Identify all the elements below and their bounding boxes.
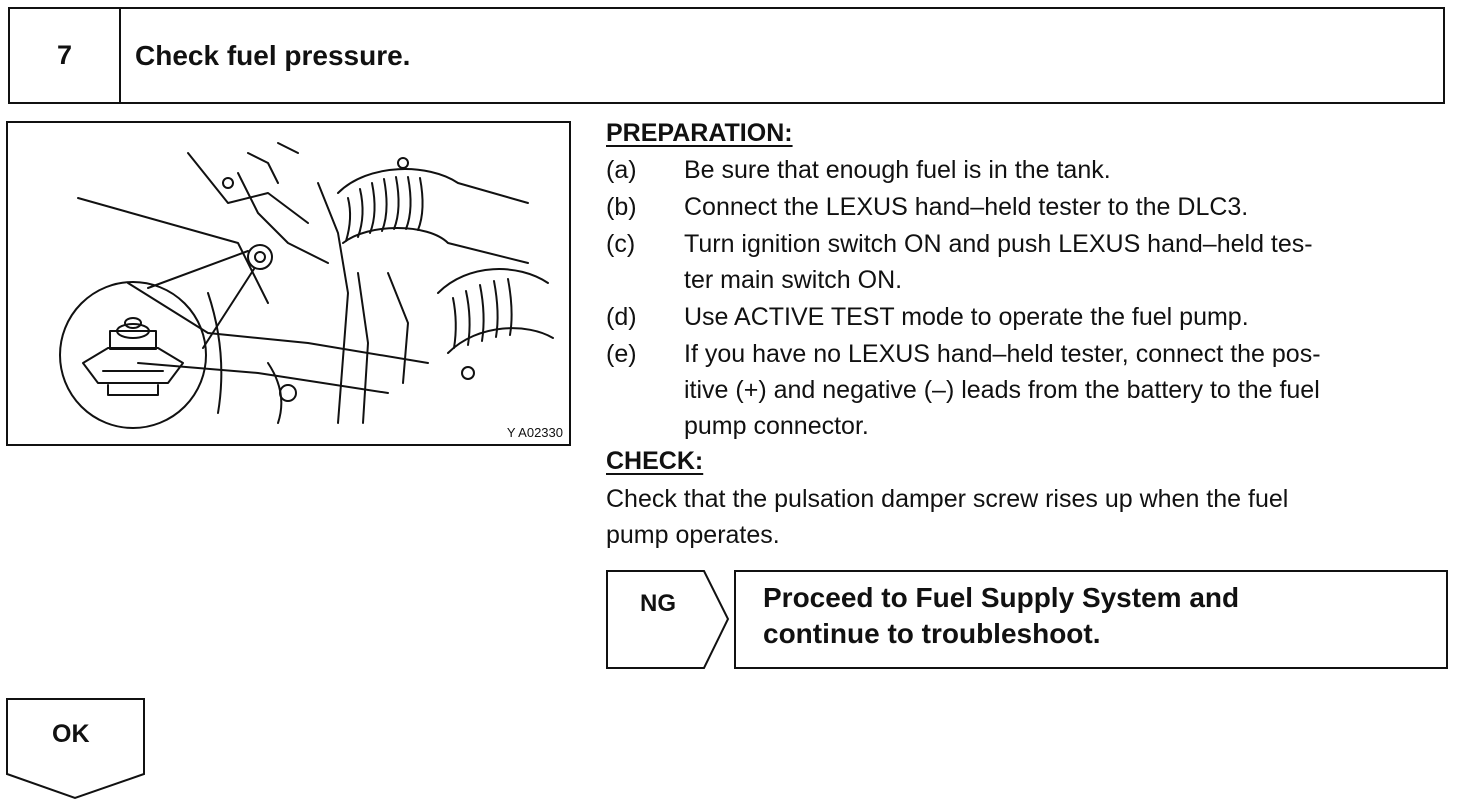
prep-item-e-letter: (e): [606, 340, 637, 368]
prep-item-c-text: Turn ignition switch ON and push LEXUS h…: [684, 226, 1459, 298]
ok-label: OK: [52, 720, 90, 748]
prep-item-a-line-1: Be sure that enough fuel is in the tank.: [684, 156, 1111, 184]
prep-item-e-line-1: If you have no LEXUS hand–held tester, c…: [684, 340, 1321, 368]
ng-arrow-box: [606, 570, 730, 669]
prep-item-e-text: If you have no LEXUS hand–held tester, c…: [684, 336, 1459, 444]
step-header: 7 Check fuel pressure.: [8, 7, 1445, 104]
prep-item-b-letter: (b): [606, 193, 637, 221]
check-heading: CHECK:: [606, 447, 704, 475]
prep-item-e-line-2: itive (+) and negative (–) leads from th…: [684, 376, 1320, 404]
prep-item-a-letter: (a): [606, 156, 637, 184]
prep-item-c-line-1: Turn ignition switch ON and push LEXUS h…: [684, 230, 1313, 258]
prep-item-d-line-1: Use ACTIVE TEST mode to operate the fuel…: [684, 303, 1249, 331]
figure-code: Y A02330: [507, 425, 563, 440]
prep-item-c-line-2: ter main switch ON.: [684, 266, 903, 294]
prep-item-c-letter: (c): [606, 230, 636, 258]
step-number: 7: [10, 9, 121, 102]
ng-action-line-1: Proceed to Fuel Supply System and: [763, 582, 1240, 613]
ng-label: NG: [640, 590, 676, 617]
engine-drawing: [59, 142, 554, 429]
preparation-heading: PREPARATION:: [606, 119, 793, 147]
figure-code-prefix: Y: [506, 425, 516, 440]
figure-code-label: A02330: [518, 425, 563, 440]
prep-item-e-line-3: pump connector.: [684, 412, 869, 440]
engine-illustration: Y A02330: [6, 121, 571, 446]
ng-action-text: Proceed to Fuel Supply System and contin…: [763, 580, 1413, 652]
prep-item-b-line-1: Connect the LEXUS hand–held tester to th…: [684, 193, 1249, 221]
prep-item-d-text: Use ACTIVE TEST mode to operate the fuel…: [684, 299, 1459, 335]
ok-arrow-box: [6, 698, 145, 800]
prep-item-b-text: Connect the LEXUS hand–held tester to th…: [684, 189, 1459, 225]
prep-item-d-letter: (d): [606, 303, 637, 331]
ng-action-line-2: continue to troubleshoot.: [763, 618, 1101, 649]
check-text: Check that the pulsation damper screw ri…: [606, 481, 1461, 553]
check-line-2: pump operates.: [606, 521, 780, 549]
ng-action-box: [734, 570, 1448, 669]
check-line-1: Check that the pulsation damper screw ri…: [606, 485, 1289, 513]
prep-item-a-text: Be sure that enough fuel is in the tank.: [684, 152, 1459, 188]
step-title: Check fuel pressure.: [135, 39, 411, 71]
